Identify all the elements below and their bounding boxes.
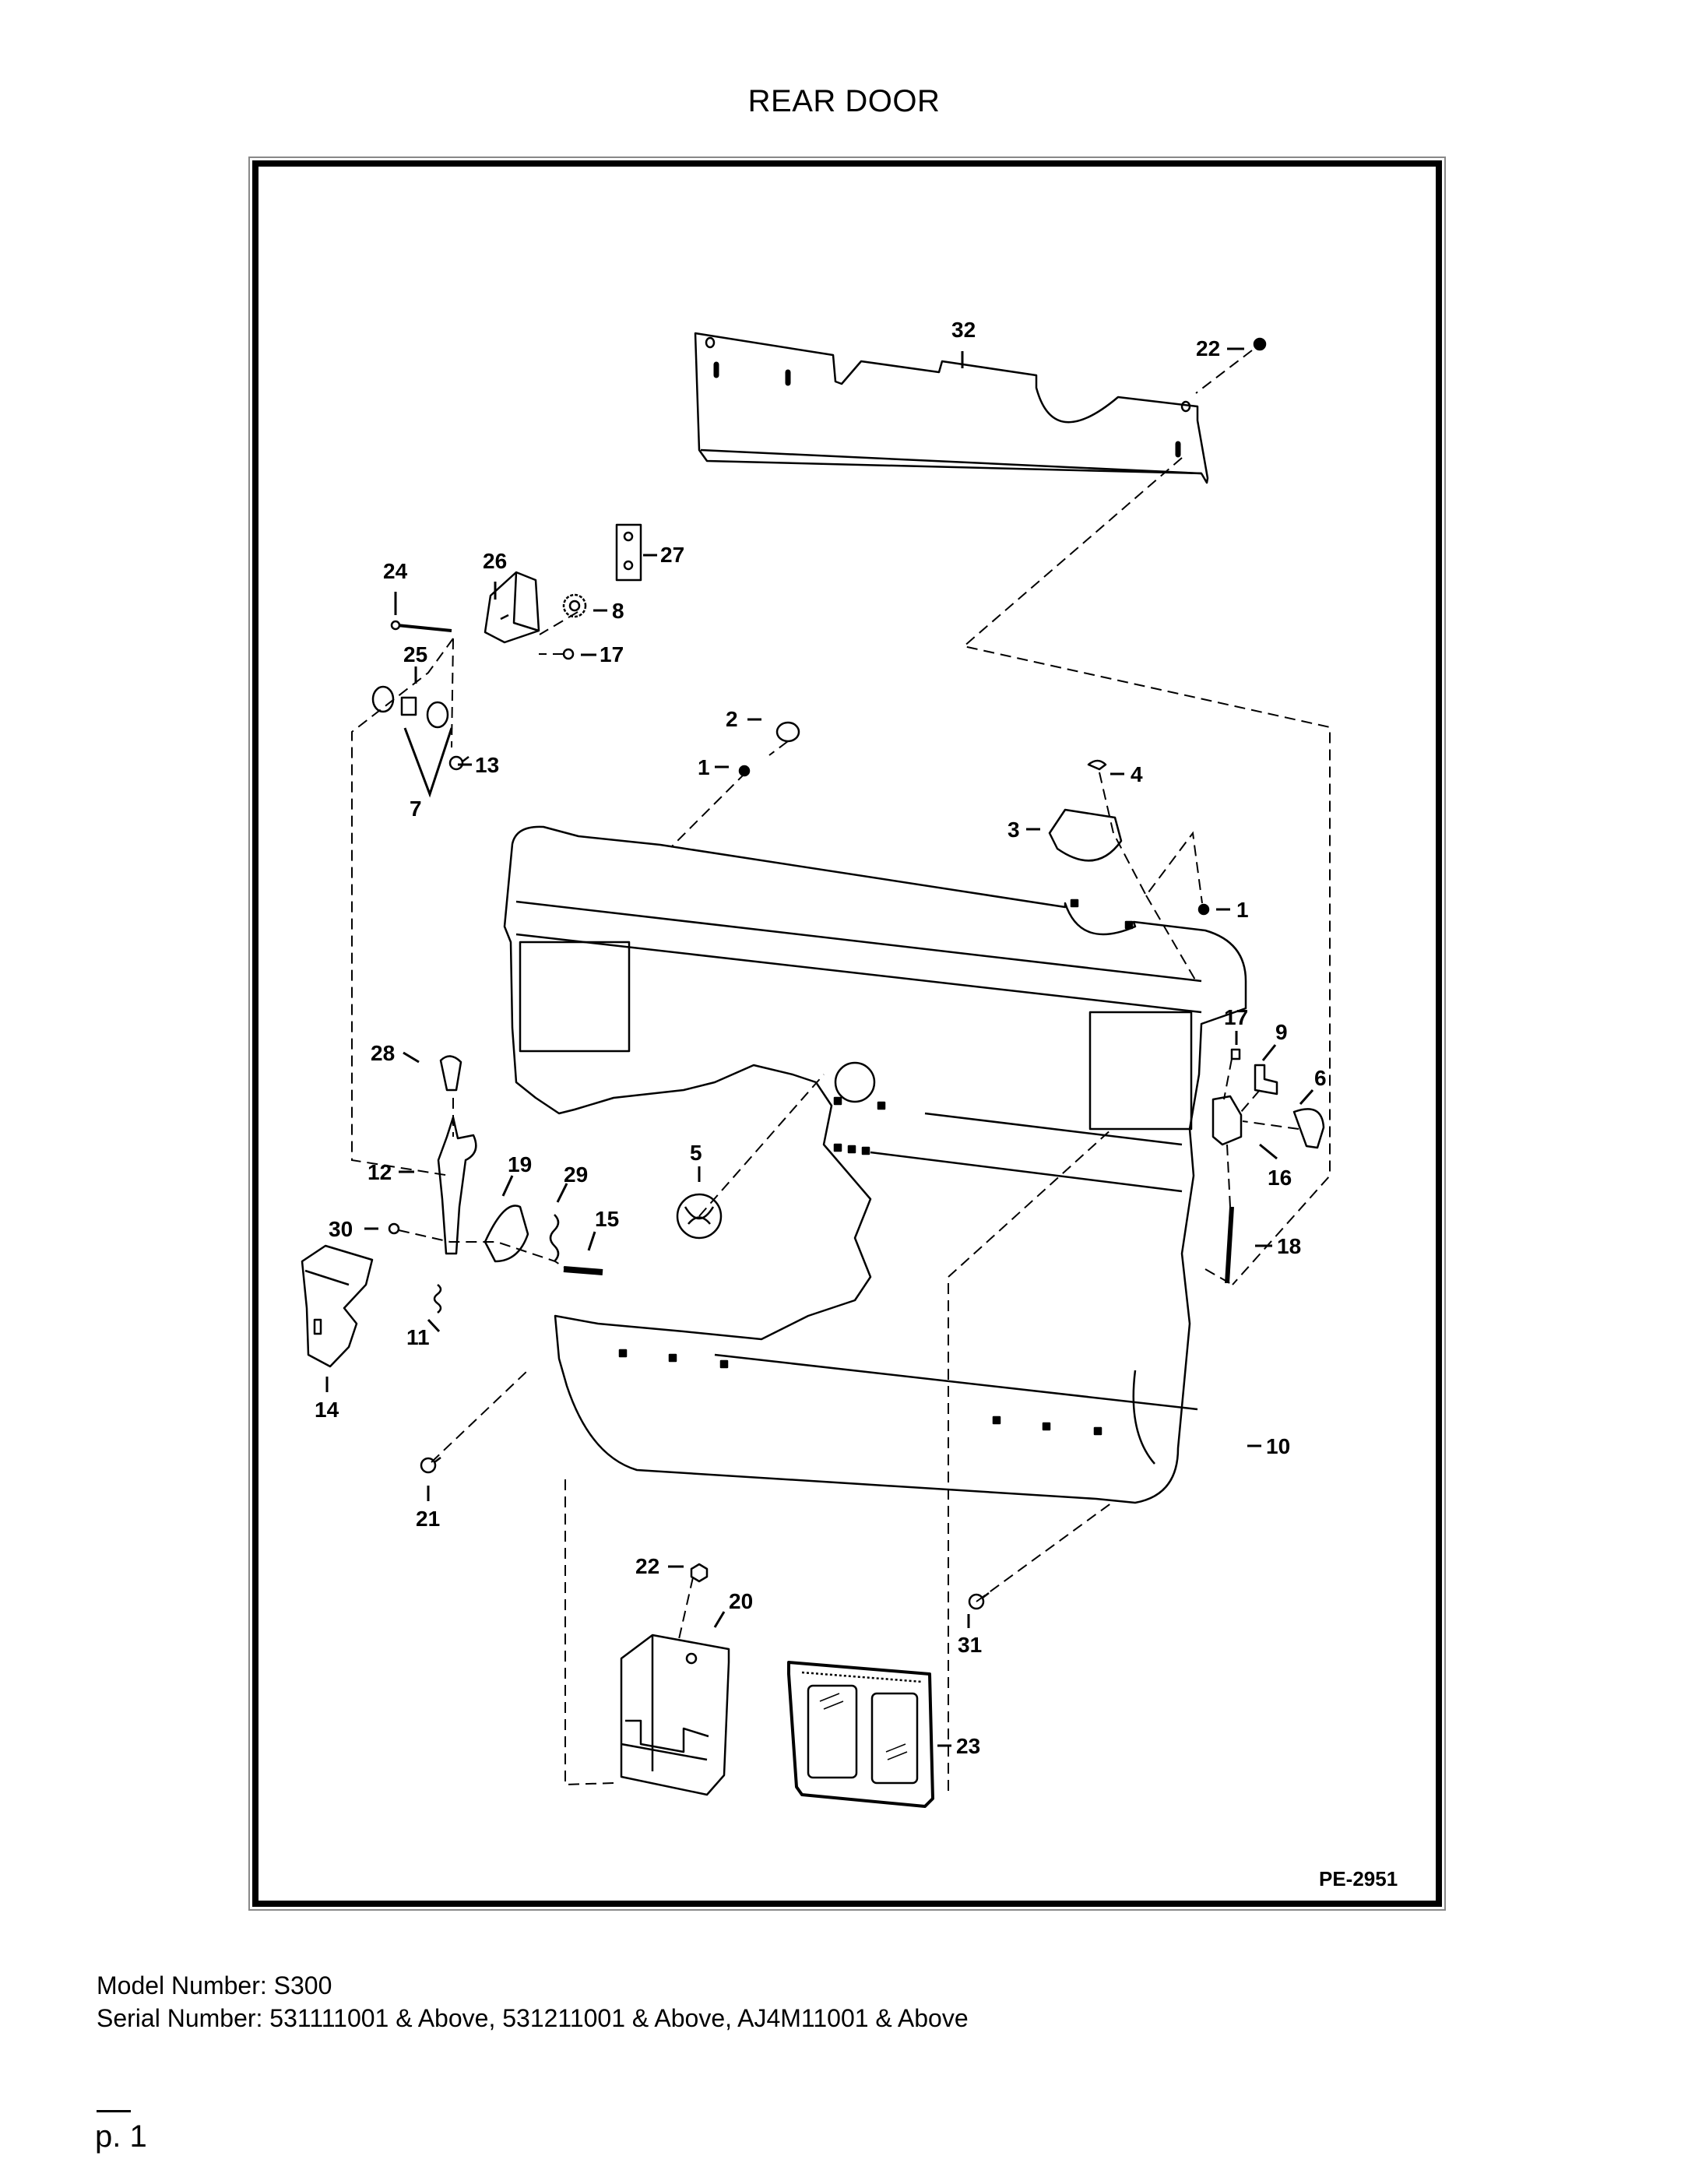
diagram-frame bbox=[252, 160, 1442, 1907]
callout-11: 11 bbox=[406, 1325, 430, 1349]
part-31-bolt bbox=[968, 1592, 990, 1610]
part-23-window bbox=[787, 1661, 934, 1808]
part-17-nut-a bbox=[562, 648, 575, 660]
callout-20: 20 bbox=[729, 1589, 753, 1613]
callout-26: 26 bbox=[483, 549, 507, 573]
callout-4: 4 bbox=[1131, 762, 1143, 786]
callout-5: 5 bbox=[690, 1141, 702, 1165]
callout-30: 30 bbox=[329, 1217, 353, 1241]
part-24-bolt bbox=[396, 624, 452, 632]
part-30-washer bbox=[388, 1222, 400, 1235]
part-6-latch bbox=[1292, 1108, 1325, 1149]
part-20-bracket bbox=[620, 1634, 730, 1796]
part-28-knob bbox=[439, 1055, 462, 1092]
part-17-nut-b bbox=[1230, 1048, 1241, 1060]
part-19-cam bbox=[484, 1205, 529, 1263]
part-10-door bbox=[503, 825, 1247, 1504]
callout-3: 3 bbox=[1008, 818, 1020, 842]
part-16-bracket bbox=[1211, 1095, 1243, 1146]
callout-31: 31 bbox=[958, 1633, 982, 1657]
callout-21: 21 bbox=[416, 1507, 440, 1531]
callout-2: 2 bbox=[726, 707, 738, 731]
part-1-nut-b bbox=[1197, 903, 1210, 916]
part-7-rollers bbox=[371, 685, 449, 729]
callout-14: 14 bbox=[315, 1398, 339, 1422]
part-13-bolt bbox=[448, 755, 469, 771]
part-15-bolt bbox=[563, 1266, 603, 1275]
page-number-rule bbox=[97, 2110, 131, 2112]
model-number: Model Number: S300 bbox=[97, 1971, 332, 1999]
part-4-screw bbox=[1087, 759, 1107, 771]
diagram-frame-outer bbox=[248, 157, 1446, 1911]
page-number: p. 1 bbox=[95, 2119, 147, 2154]
part-32-top-panel bbox=[694, 332, 1209, 484]
part-26-bracket bbox=[484, 571, 540, 644]
callout-27: 27 bbox=[660, 543, 684, 567]
part-18-pin bbox=[1225, 1206, 1234, 1284]
part-11-spring bbox=[433, 1284, 442, 1314]
callout-7: 7 bbox=[410, 797, 422, 821]
part-21-bolt bbox=[420, 1457, 441, 1474]
callout-9: 9 bbox=[1275, 1020, 1288, 1044]
part-12-lever bbox=[437, 1116, 477, 1255]
callout-22-bottom: 22 bbox=[635, 1554, 659, 1578]
callout-1-left: 1 bbox=[698, 755, 710, 779]
callout-leaders bbox=[325, 347, 1314, 1747]
part-9-clip bbox=[1254, 1064, 1278, 1096]
callout-16: 16 bbox=[1268, 1166, 1292, 1190]
exploded-parts-diagram: 32 22 27 26 24 8 17 25 13 7 2 1 4 3 1 17… bbox=[248, 156, 1447, 1911]
callout-28: 28 bbox=[371, 1041, 395, 1065]
callout-25: 25 bbox=[403, 642, 427, 666]
part-22-nut-b bbox=[690, 1563, 709, 1583]
part-2-grommet bbox=[775, 721, 800, 743]
callout-18: 18 bbox=[1277, 1234, 1301, 1258]
callout-8: 8 bbox=[612, 599, 624, 623]
part-14-housing bbox=[301, 1244, 374, 1368]
callout-10: 10 bbox=[1266, 1434, 1290, 1458]
callout-23: 23 bbox=[956, 1734, 980, 1758]
part-1-nut-a bbox=[738, 765, 751, 777]
serial-number: Serial Number: 531111001 & Above, 531211… bbox=[97, 2004, 969, 2032]
callout-32: 32 bbox=[951, 318, 976, 342]
callout-12: 12 bbox=[367, 1160, 392, 1184]
part-8-washer bbox=[562, 593, 587, 618]
page-title: REAR DOOR bbox=[747, 84, 941, 118]
callout-24: 24 bbox=[383, 559, 408, 583]
callout-22-top: 22 bbox=[1196, 336, 1220, 360]
callout-13: 13 bbox=[475, 753, 499, 777]
callout-6: 6 bbox=[1314, 1066, 1327, 1090]
drawing-code: PE-2951 bbox=[1319, 1867, 1398, 1890]
callout-17-lower: 17 bbox=[1224, 1005, 1248, 1029]
part-27-plate bbox=[615, 523, 642, 582]
callout-15: 15 bbox=[595, 1207, 619, 1231]
callout-17-upper: 17 bbox=[600, 642, 624, 666]
callout-29: 29 bbox=[564, 1162, 588, 1187]
part-22-nut-a bbox=[1253, 337, 1267, 351]
callout-numbers: 32 22 27 26 24 8 17 25 13 7 2 1 4 3 1 17… bbox=[315, 318, 1327, 1758]
callout-19: 19 bbox=[508, 1152, 532, 1176]
part-29-spring bbox=[549, 1214, 560, 1262]
part-3-cover bbox=[1048, 808, 1123, 862]
callout-1-right: 1 bbox=[1236, 898, 1249, 922]
